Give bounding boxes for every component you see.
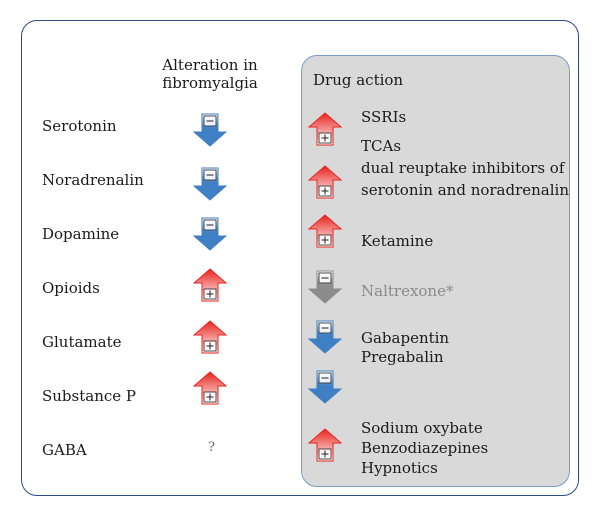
label-opioids: Opioids (42, 279, 100, 297)
drug-dual-reuptake-line2: serotonin and noradrenalin (361, 181, 570, 199)
up-arrow-icon (193, 371, 227, 405)
drug-gabapentin: Gabapentin (361, 329, 450, 347)
alteration-header: Alteration in fibromyalgia (150, 56, 270, 92)
drug-benzodiazepines: Benzodiazepines (361, 439, 489, 457)
up-arrow-icon (193, 268, 227, 302)
gaba-unknown-mark: ? (208, 440, 215, 455)
up-arrow-icon (308, 214, 342, 248)
figure-frame (21, 20, 579, 496)
down-arrow-icon (308, 270, 342, 304)
label-serotonin: Serotonin (42, 117, 117, 135)
down-arrow-icon (308, 320, 342, 354)
down-arrow-icon (308, 370, 342, 404)
label-noradrenalin: Noradrenalin (42, 171, 144, 189)
drug-naltrexone: Naltrexone* (361, 282, 454, 300)
label-gaba: GABA (42, 441, 87, 459)
drug-pregabalin: Pregabalin (361, 348, 444, 366)
alteration-header-line2: fibromyalgia (162, 74, 258, 92)
label-substance-p: Substance P (42, 387, 137, 405)
label-dopamine: Dopamine (42, 225, 120, 243)
down-arrow-icon (193, 167, 227, 201)
down-arrow-icon (193, 113, 227, 147)
up-arrow-icon (308, 165, 342, 199)
up-arrow-icon (308, 428, 342, 462)
label-glutamate: Glutamate (42, 333, 122, 351)
drug-ketamine: Ketamine (361, 232, 434, 250)
drug-ssris: SSRIs (361, 108, 407, 126)
drug-dual-reuptake-line1: dual reuptake inhibitors of (361, 159, 565, 177)
up-arrow-icon (308, 112, 342, 146)
drug-action-panel (301, 55, 570, 487)
up-arrow-icon (193, 320, 227, 354)
drug-tcas: TCAs (361, 137, 402, 155)
alteration-header-line1: Alteration in (162, 56, 258, 74)
down-arrow-icon (193, 217, 227, 251)
drug-hypnotics: Hypnotics (361, 459, 438, 477)
drug-action-header: Drug action (313, 71, 404, 89)
drug-sodium-oxybate: Sodium oxybate (361, 419, 483, 437)
